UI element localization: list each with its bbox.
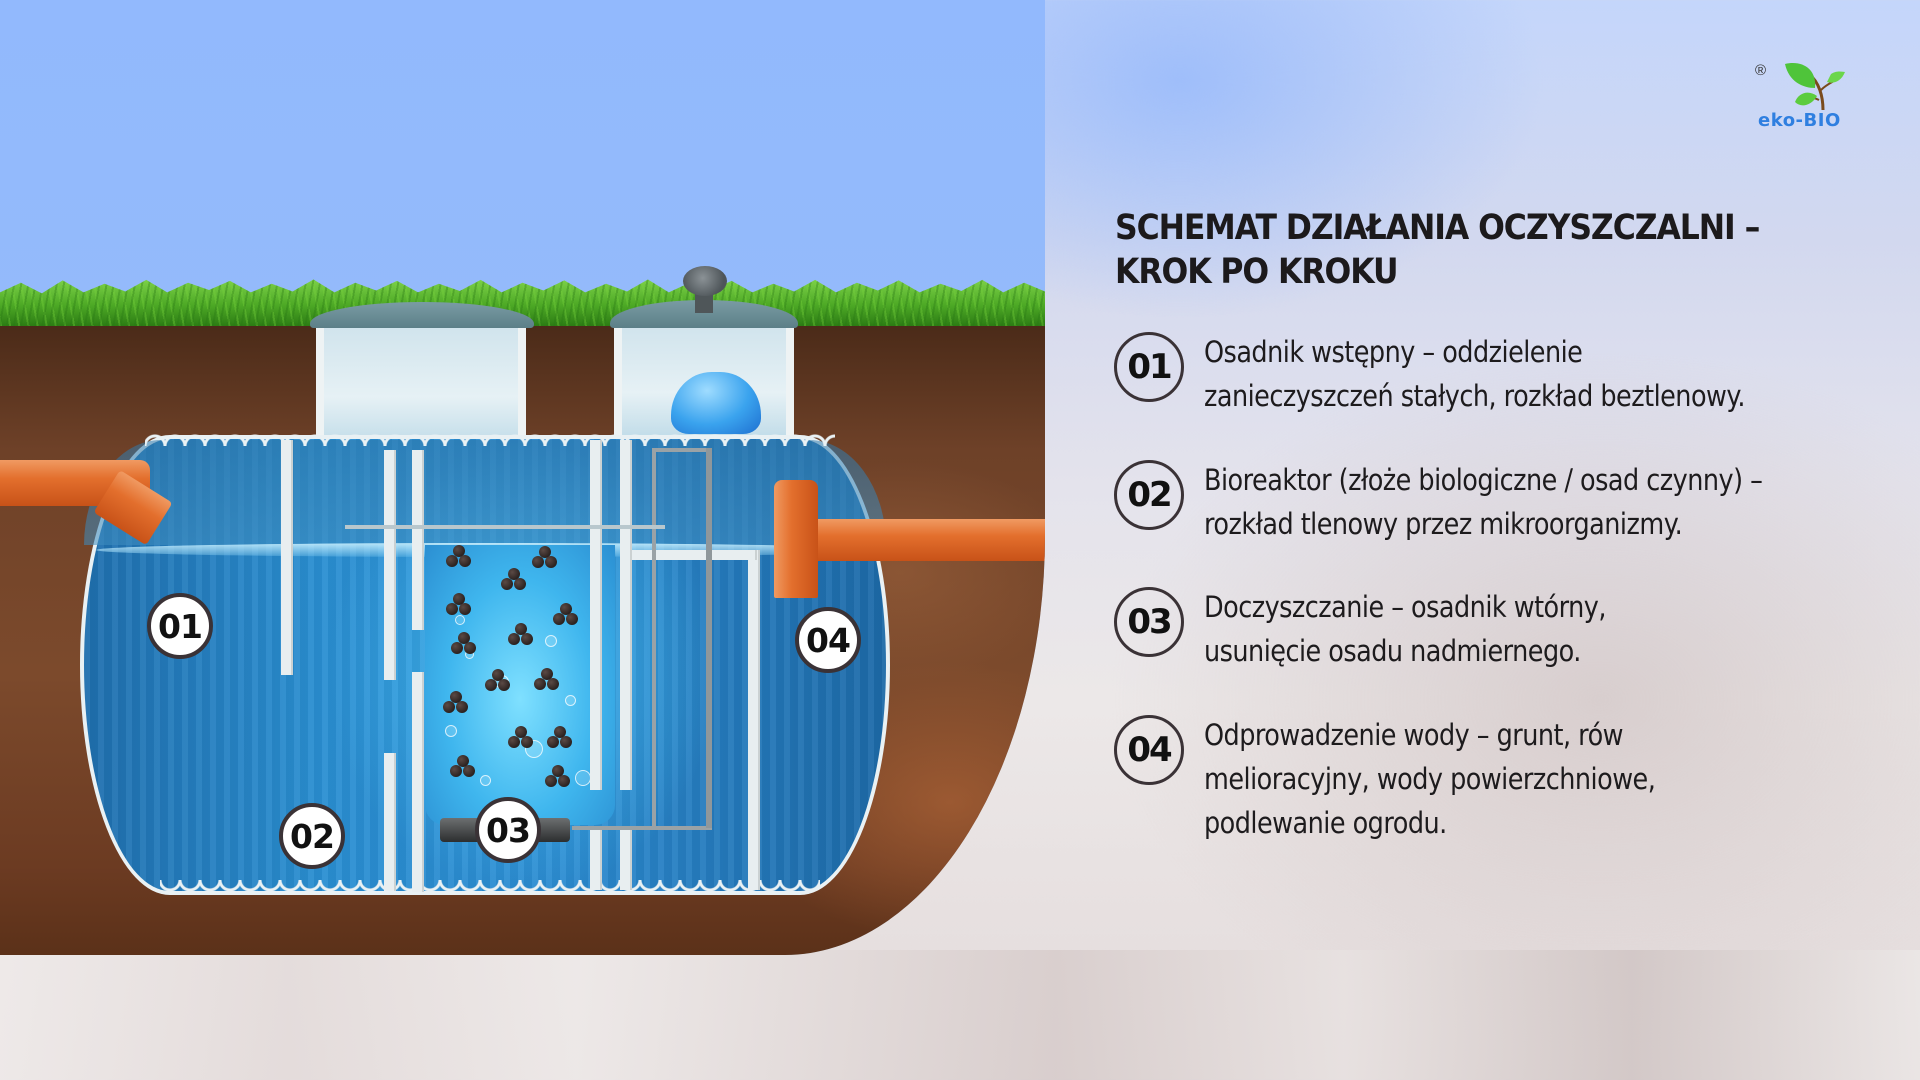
biofilm-carrier-icon (545, 765, 571, 789)
partition-wall (384, 753, 396, 891)
air-line (706, 448, 712, 828)
bubble (565, 695, 576, 706)
bubble (445, 725, 457, 737)
bubble (455, 615, 465, 625)
partition-wall (590, 830, 602, 890)
registered-mark: ® (1755, 62, 1767, 79)
air-line (345, 525, 665, 529)
biofilm-carrier-icon (534, 668, 560, 692)
vent-cap-icon (683, 266, 727, 296)
partition-wall (281, 440, 293, 675)
step-line: Odprowadzenie wody – grunt, rów (1204, 718, 1624, 752)
biofilm-carrier-icon (553, 603, 579, 627)
step-description: Odprowadzenie wody – grunt, rów meliorac… (1204, 713, 1873, 845)
outlet-pipe-tee (774, 480, 818, 598)
step-line: zanieczyszczeń stałych, rozkład beztleno… (1204, 379, 1745, 413)
outlet-pipe (798, 519, 1045, 561)
air-line (652, 500, 710, 830)
step-item-03: 03 Doczyszczanie – osadnik wtórny, usuni… (1114, 585, 1920, 673)
partition-wall (590, 440, 602, 790)
partition-wall (384, 450, 396, 680)
partition-wall (620, 830, 632, 890)
partition-wall (412, 450, 424, 630)
step-line: Doczyszczanie – osadnik wtórny, (1204, 590, 1606, 624)
diagram-badge-04: 04 (795, 607, 861, 673)
step-description: Osadnik wstępny – oddzielenie zanieczysz… (1204, 330, 1873, 418)
step-line: rozkład tlenowy przez mikroorganizmy. (1204, 507, 1683, 541)
biofilm-carrier-icon (501, 568, 527, 592)
blower-icon (671, 372, 761, 434)
diagram-badge-02: 02 (279, 803, 345, 869)
manhole-riser-left (316, 322, 526, 447)
tank-air-space (84, 440, 886, 545)
biofilm-carrier-icon (443, 691, 469, 715)
biofilm-carrier-icon (547, 726, 573, 750)
step-line: Bioreaktor (złoże biologiczne / osad czy… (1204, 463, 1763, 497)
step-line: melioracyjny, wody powierzchniowe, (1204, 762, 1656, 796)
logo-text: eko-BIO (1758, 110, 1841, 131)
air-line (572, 826, 712, 830)
biofilm-carrier-icon (450, 755, 476, 779)
background-blur (0, 950, 1920, 1080)
biofilm-carrier-icon (508, 623, 534, 647)
biofilm-carrier-icon (446, 593, 472, 617)
treatment-plant-illustration: 01 02 03 04 (0, 0, 1045, 955)
partition-wall (620, 440, 632, 790)
biofilm-carrier-icon (451, 632, 477, 656)
bubble (480, 775, 491, 786)
tank-top-edge (145, 430, 835, 446)
step-line: usunięcie osadu nadmiernego. (1204, 634, 1581, 668)
title-line-2: KROK PO KROKU (1115, 252, 1399, 292)
diagram-badge-01: 01 (147, 593, 213, 659)
step-number-badge: 01 (1114, 332, 1184, 402)
partition-wall (412, 672, 424, 892)
tank-bottom-edge (160, 880, 820, 896)
biofilm-carrier-icon (508, 726, 534, 750)
bubble (545, 635, 557, 647)
diagram-badge-03: 03 (475, 797, 541, 863)
step-description: Doczyszczanie – osadnik wtórny, usunięci… (1204, 585, 1873, 673)
step-line: Osadnik wstępny – oddzielenie (1204, 335, 1583, 369)
step-item-01: 01 Osadnik wstępny – oddzielenie zaniecz… (1114, 330, 1920, 418)
biofilm-carrier-icon (532, 546, 558, 570)
step-item-02: 02 Bioreaktor (złoże biologiczne / osad … (1114, 458, 1920, 546)
step-number-badge: 03 (1114, 587, 1184, 657)
step-line: podlewanie ogrodu. (1204, 806, 1447, 840)
step-number-badge: 02 (1114, 460, 1184, 530)
bubble (575, 770, 591, 786)
step-description: Bioreaktor (złoże biologiczne / osad czy… (1204, 458, 1873, 546)
bioreactor-column (425, 545, 615, 825)
step-item-04: 04 Odprowadzenie wody – grunt, rów melio… (1114, 713, 1920, 845)
eko-bio-logo: ® eko-BIO (1755, 58, 1865, 138)
partition-wall (748, 550, 760, 890)
biofilm-carrier-icon (485, 669, 511, 693)
step-number-badge: 04 (1114, 715, 1184, 785)
page-title: SCHEMAT DZIAŁANIA OCZYSZCZALNI – KROK PO… (1115, 206, 1799, 294)
biofilm-carrier-icon (446, 545, 472, 569)
sprout-leaves-icon (1785, 63, 1845, 111)
air-line (652, 448, 706, 504)
title-line-1: SCHEMAT DZIAŁANIA OCZYSZCZALNI – (1115, 208, 1760, 248)
partition-wall (632, 550, 757, 560)
